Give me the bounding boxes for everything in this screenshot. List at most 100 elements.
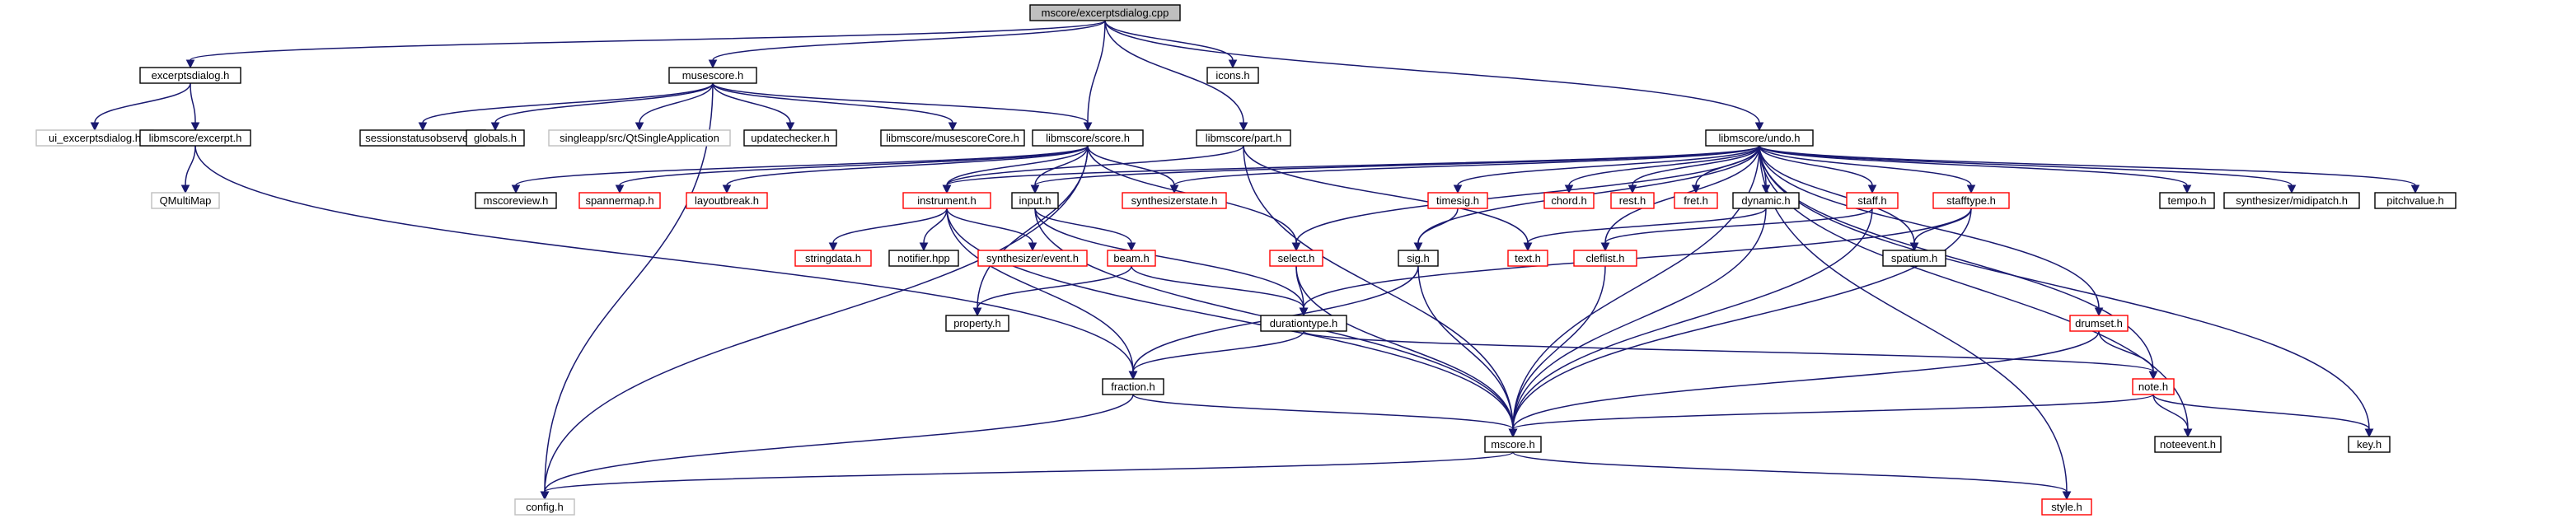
node-label: libmscore/score.h [1046,132,1130,144]
node-noteevent-h[interactable]: noteevent.h [2154,436,2222,453]
edge-dynamic_h-to-text_h [1523,208,1767,252]
nodes-layer: mscore/excerptsdialog.cpp excerptsdialog.… [35,4,2457,516]
node-label: layoutbreak.h [695,194,759,207]
node-box [1260,315,1347,332]
edge-timesig_h-to-sig_h [1413,208,1459,252]
node-label: QMultiMap [160,194,212,207]
node-box [466,129,525,147]
node-label: synthesizer/event.h [986,252,1079,264]
node-excerpt-h[interactable]: libmscore/excerpt.h [139,129,251,147]
node-sessionstatusobserver-h[interactable]: sessionstatusobserver.h [359,129,486,147]
node-label: singleapp/src/QtSingleApplication [560,132,719,144]
node-box [1932,192,2010,209]
node-note-h[interactable]: note.h [2132,378,2175,395]
node-durationtype-h[interactable]: durationtype.h [1260,315,1347,332]
node-dynamic-h[interactable]: dynamic.h [1732,192,1800,209]
node-updatechecker-h[interactable]: updatechecker.h [743,129,837,147]
node-undo-h[interactable]: libmscore/undo.h [1705,129,1814,147]
node-label: cleflist.h [1586,252,1625,264]
node-notifier-hpp[interactable]: notifier.hpp [888,250,959,267]
edge-undo_h-to-chord_h [1564,145,1760,194]
node-qtsingleapp[interactable]: singleapp/src/QtSingleApplication [548,129,731,147]
node-spatium-h[interactable]: spatium.h [1882,250,1946,267]
edge-fraction_h-to-mscore_h [1132,394,1518,438]
node-part-h[interactable]: libmscore/part.h [1196,129,1291,147]
node-tempo-h[interactable]: tempo.h [2159,192,2215,209]
node-label: mscore/excerptsdialog.cpp [1042,7,1169,19]
edge-excerpt_h-to-qmultimap [180,145,196,194]
edge-root-to-musescore_h [708,20,1106,69]
node-qmultimap[interactable]: QMultiMap [151,192,220,209]
node-midipatch-h[interactable]: synthesizer/midipatch.h [2223,192,2360,209]
node-mscore-h[interactable]: mscore.h [1484,436,1542,453]
edge-instrument_h-to-stringdata_h [828,208,948,252]
node-cleflist-h[interactable]: cleflist.h [1573,250,1637,267]
node-sig-h[interactable]: sig.h [1398,250,1439,267]
node-layoutbreak-h[interactable]: layoutbreak.h [686,192,768,209]
edge-cleflist_h-to-mscore_h [1508,265,1606,438]
edge-root-to-undo_h [1104,20,1764,132]
node-box [902,192,991,209]
node-mscoreview-h[interactable]: mscoreview.h [475,192,557,209]
node-synth-event-h[interactable]: synthesizer/event.h [977,250,1088,267]
edge-undo_h-to-stafftype_h [1759,145,1976,194]
node-musescore-h[interactable]: musescore.h [668,67,757,84]
node-score-h[interactable]: libmscore/score.h [1032,129,1144,147]
edge-beam_h-to-property_h [972,265,1132,317]
node-ui-excerptsdialog-h[interactable]: ui_excerptsdialog.h [35,129,154,147]
edge-note_h-to-key_h [2152,394,2374,438]
node-fret-h[interactable]: fret.h [1674,192,1718,209]
edge-undo_h-to-synthesizerstate_h [1169,145,1760,194]
edge-score_h-to-layoutbreak_h [722,145,1089,194]
edge-undo_h-to-select_h [1291,145,1760,252]
node-musescorecore-h[interactable]: libmscore/musescoreCore.h [880,129,1025,147]
node-config-h[interactable]: config.h [514,498,575,516]
edge-musescore_h-to-updatechecker_h [712,82,795,132]
edge-stafftype_h-to-durationtype_h [1299,208,1972,317]
node-label: spatium.h [1891,252,1937,264]
edge-undo_h-to-midipatch_h [1759,145,2297,194]
node-label: chord.h [1551,194,1586,207]
node-property-h[interactable]: property.h [945,315,1009,332]
node-box [1427,192,1488,209]
node-root[interactable]: mscore/excerptsdialog.cpp [1029,4,1181,21]
edge-undo_h-to-pitchvalue_h [1759,145,2420,194]
edge-excerptsdialog_h-to-excerpt_h [190,82,200,132]
node-staff-h[interactable]: staff.h [1846,192,1899,209]
node-instrument-h[interactable]: instrument.h [902,192,991,209]
edge-root-to-part_h [1104,20,1248,132]
node-timesig-h[interactable]: timesig.h [1427,192,1488,209]
node-label: notifier.hpp [897,252,950,264]
node-icons-h[interactable]: icons.h [1206,67,1259,84]
edge-staff_h-to-mscore_h [1508,208,1873,438]
node-excerptsdialog-h[interactable]: excerptsdialog.h [139,67,241,84]
node-spannermap-h[interactable]: spannermap.h [578,192,661,209]
edge-score_h-to-synthesizerstate_h [1087,145,1179,194]
node-chord-h[interactable]: chord.h [1543,192,1595,209]
node-box [1011,192,1059,209]
node-text-h[interactable]: text.h [1507,250,1548,267]
node-label: libmscore/excerpt.h [149,132,242,144]
node-rest-h[interactable]: rest.h [1610,192,1655,209]
node-drumset-h[interactable]: drumset.h [2069,315,2129,332]
node-stringdata-h[interactable]: stringdata.h [794,250,872,267]
node-style-h[interactable]: style.h [2041,498,2092,516]
node-synthesizerstate-h[interactable]: synthesizerstate.h [1122,192,1227,209]
node-label: ui_excerptsdialog.h [49,132,141,144]
node-label: libmscore/musescoreCore.h [886,132,1019,144]
node-input-h[interactable]: input.h [1011,192,1059,209]
node-key-h[interactable]: key.h [2348,436,2391,453]
node-beam-h[interactable]: beam.h [1107,250,1156,267]
edge-drumset_h-to-note_h [2098,330,2158,381]
edge-musescore_h-to-globals_h [490,82,714,132]
node-globals-h[interactable]: globals.h [466,129,525,147]
node-stafftype-h[interactable]: stafftype.h [1932,192,2010,209]
node-fraction-h[interactable]: fraction.h [1102,378,1164,395]
node-pitchvalue-h[interactable]: pitchvalue.h [2374,192,2457,209]
node-box [794,250,872,267]
edge-root-to-excerptsdialog_h [185,20,1106,69]
edge-score_h-to-spannermap_h [615,145,1089,194]
node-select-h[interactable]: select.h [1269,250,1323,267]
edge-drumset_h-to-mscore_h [1508,330,2100,438]
node-box [1102,378,1164,395]
